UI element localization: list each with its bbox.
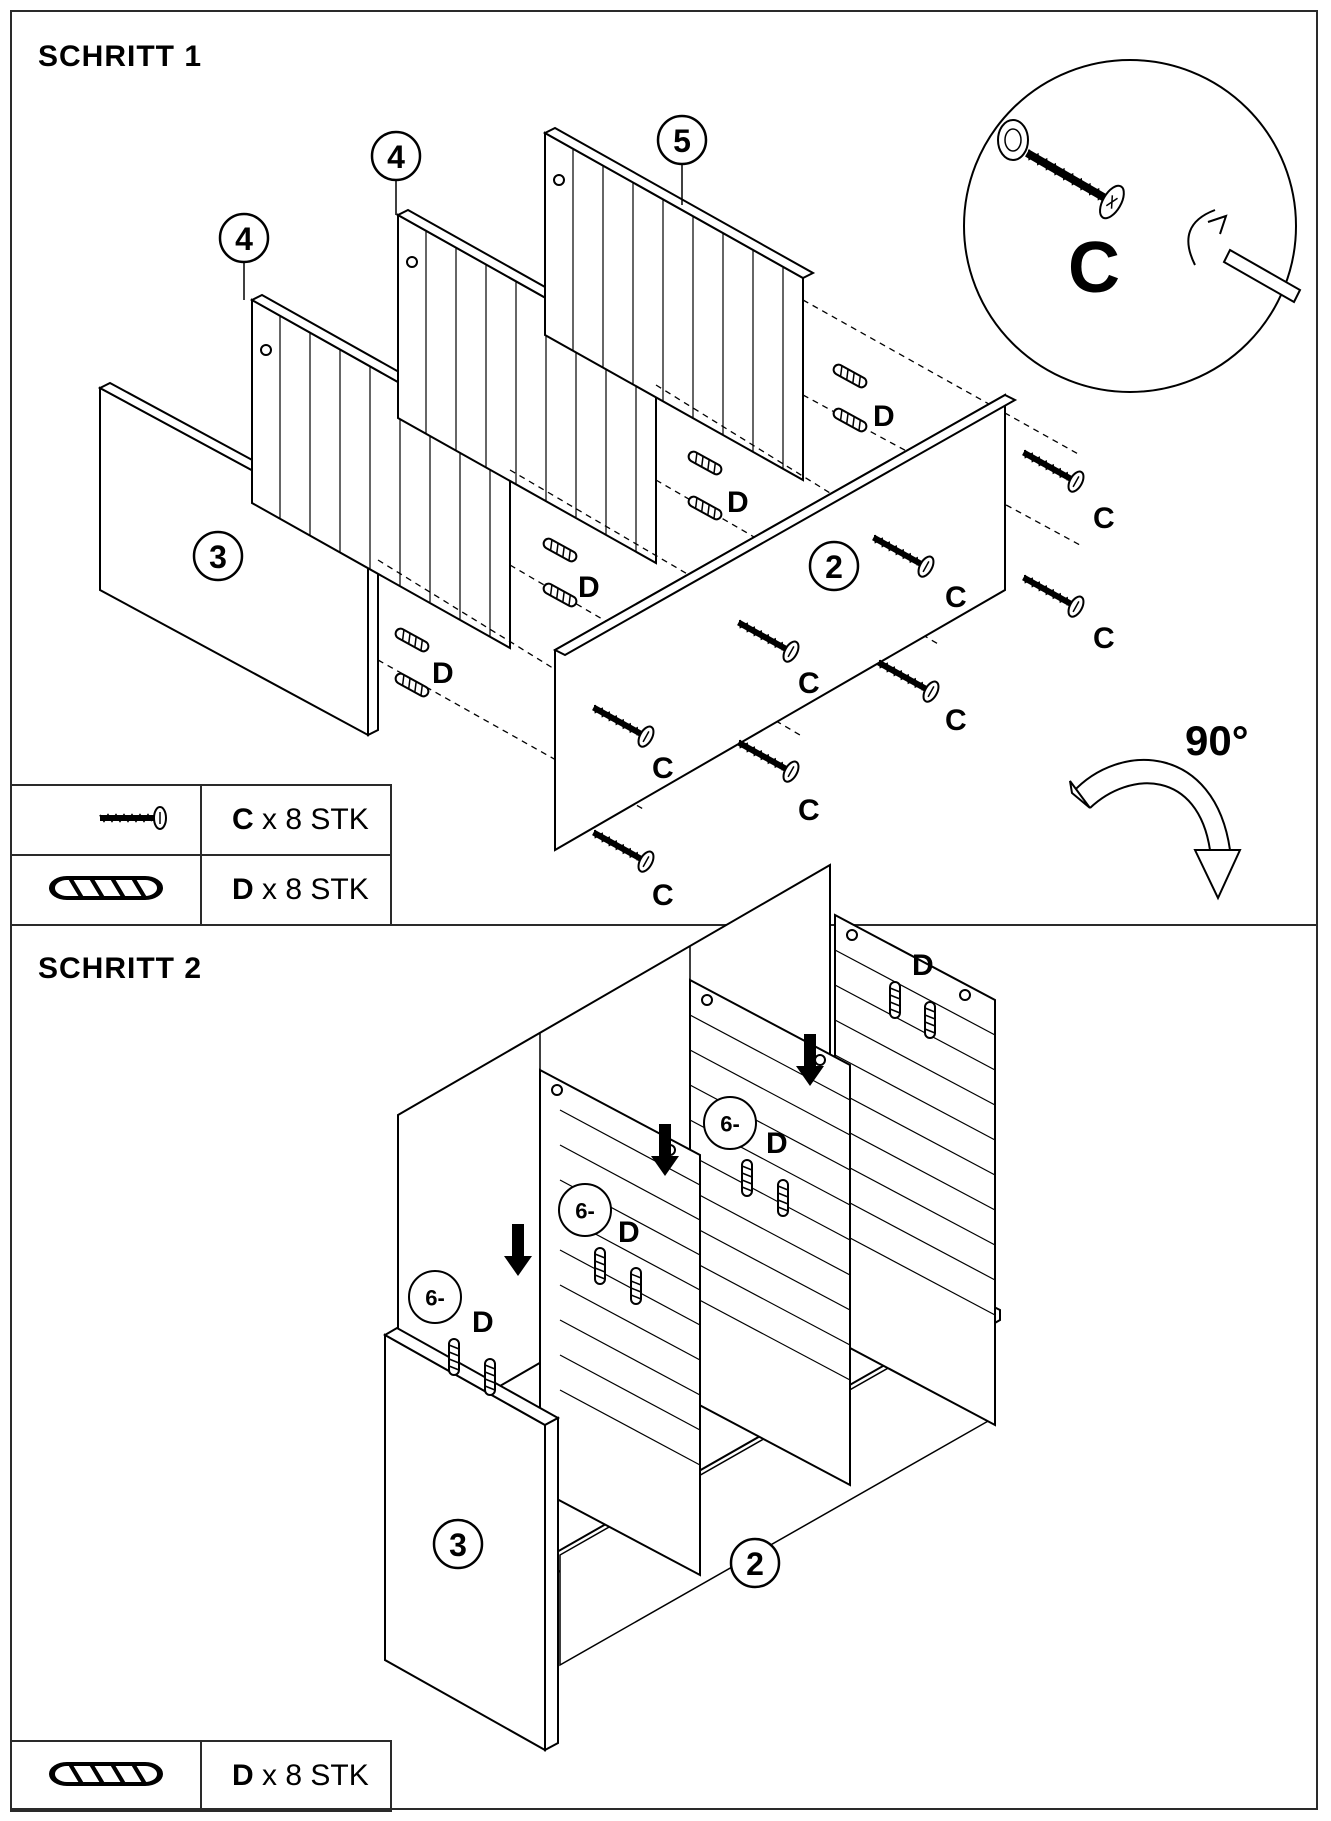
dowel-icon (10, 854, 202, 926)
slat-panel-left (539, 1068, 701, 1577)
step1-drawing: C C C C C C C C D D D D 3 4 4 5 2 (97, 59, 1302, 912)
part-code: D (232, 873, 254, 906)
step1-title: SCHRITT 1 (38, 40, 203, 73)
dowel-label: D (618, 1216, 640, 1249)
screw-label: C (652, 879, 674, 912)
screw-icon (10, 784, 202, 856)
part-number-6: 6- (425, 1286, 445, 1311)
dowel-label: D (766, 1127, 788, 1160)
step1-parts-list: C x 8 STK D x 8 STK (10, 784, 392, 926)
screw-label: C (1093, 622, 1115, 655)
panel-2 (552, 393, 1018, 852)
dowel-label: D (432, 657, 454, 690)
part-code: D (232, 1759, 254, 1792)
part-number-6: 6- (720, 1112, 740, 1137)
part-number-2: 2 (825, 549, 843, 585)
part-number-3: 3 (449, 1527, 467, 1563)
screw-label: C (798, 794, 820, 827)
screw-detail-zoom: C (963, 59, 1302, 393)
step2-parts-list: D x 8 STK (10, 1740, 392, 1812)
dowel-label: D (912, 949, 934, 982)
step-divider (10, 924, 1318, 926)
dowel-label: D (472, 1306, 494, 1339)
screw-label: C (798, 667, 820, 700)
dowel-label: D (727, 486, 749, 519)
part-number-3: 3 (209, 539, 227, 575)
slat-panel-middle (689, 978, 851, 1487)
step1-part-numbers: 3 4 4 5 2 (192, 114, 860, 592)
dowel-label: D (873, 400, 895, 433)
part-number-6: 6- (575, 1199, 595, 1224)
screw-label: C (945, 581, 967, 614)
parts-row-screw: C x 8 STK (10, 784, 392, 856)
part-qty: x 8 STK (253, 1759, 369, 1792)
slat-panel-right (834, 913, 996, 1427)
part-number-2: 2 (746, 1546, 764, 1582)
step1-fastener-labels: C C C C C C C C D D D D (432, 400, 1115, 912)
step2-drawing: D D D D 6- 6- 6- 3 2 (382, 863, 1001, 1752)
panel-5 (542, 126, 816, 482)
part-qty: x 8 STK (253, 803, 369, 836)
step2-part6-bubbles: 6- 6- 6- (408, 1096, 757, 1324)
step2-part-numbers: 3 2 (432, 1518, 781, 1589)
parts-row-dowel: D x 8 STK (10, 1740, 392, 1812)
screw-label: C (652, 752, 674, 785)
screw-label: C (1093, 502, 1115, 535)
parts-row-dowel: D x 8 STK (10, 854, 392, 926)
part-qty: x 8 STK (253, 873, 369, 906)
zoom-screw-label: C (1068, 228, 1120, 308)
dowel-icon (10, 1740, 202, 1812)
part-number-4: 4 (235, 221, 253, 257)
dowel-label: D (578, 571, 600, 604)
step2-title: SCHRITT 2 (38, 952, 203, 985)
step2-dowel-labels: D D D D (472, 949, 934, 1339)
rotate-90-arrow: 90° (1069, 717, 1249, 901)
part-number-5: 5 (673, 123, 691, 159)
part-number-4: 4 (387, 139, 405, 175)
part-code: C (232, 803, 254, 836)
screw-label: C (945, 704, 967, 737)
rotation-label: 90° (1185, 717, 1249, 764)
